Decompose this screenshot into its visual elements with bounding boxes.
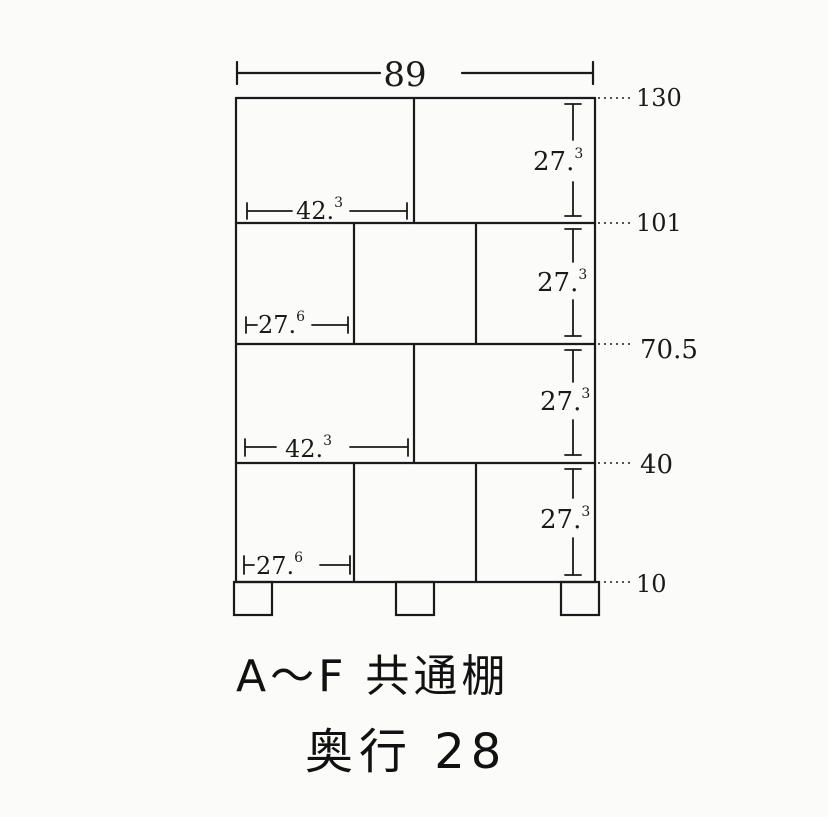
foot bbox=[559, 580, 601, 617]
caption-title: A～F 共通棚 bbox=[236, 651, 510, 702]
width-label: 27.6 bbox=[256, 550, 303, 580]
height-label: 27.3 bbox=[540, 504, 590, 535]
foot bbox=[394, 580, 436, 617]
level-label: 40 bbox=[640, 450, 673, 480]
level-labels: 130 101 70.5 40 10 bbox=[636, 84, 698, 598]
height-label: 27.3 bbox=[533, 146, 583, 177]
width-dimensions: 42.3 27.6 42.3 27.6 bbox=[243, 195, 409, 580]
level-label: 101 bbox=[636, 209, 682, 237]
height-label: 27.3 bbox=[537, 267, 587, 298]
caption-depth: 奥行 28 bbox=[305, 724, 508, 780]
overall-width-dimension: 89 bbox=[235, 55, 595, 95]
level-leaders bbox=[598, 97, 632, 583]
width-label: 27.6 bbox=[258, 309, 305, 339]
partitions bbox=[352, 96, 478, 584]
shelf-feet bbox=[232, 580, 601, 617]
level-label: 70.5 bbox=[640, 335, 698, 365]
shelf-frame bbox=[234, 96, 597, 584]
height-dimensions: 27.3 27.3 27.3 27.3 bbox=[533, 103, 590, 576]
width-label: 42.3 bbox=[285, 433, 332, 463]
overall-width-label: 89 bbox=[383, 55, 426, 95]
width-label: 42.3 bbox=[296, 195, 343, 225]
foot bbox=[232, 580, 274, 617]
level-label: 10 bbox=[636, 570, 667, 598]
height-label: 27.3 bbox=[540, 386, 590, 417]
level-label: 130 bbox=[636, 84, 682, 112]
